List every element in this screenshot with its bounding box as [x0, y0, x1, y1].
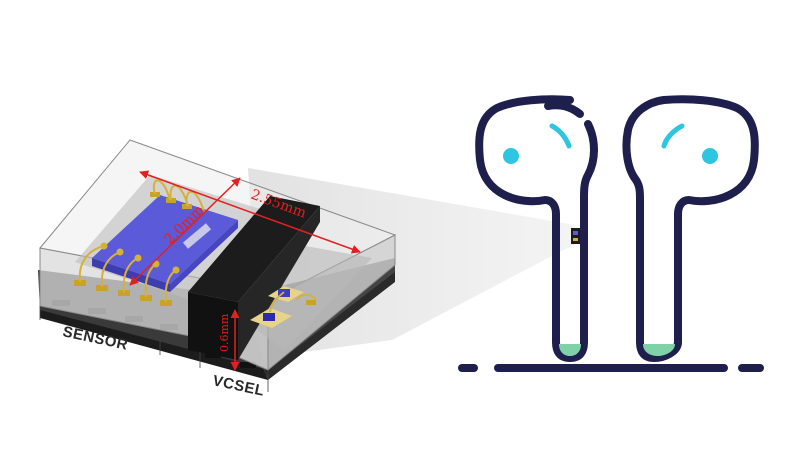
right-earbud-tip — [643, 344, 675, 356]
left-earbud-tip — [559, 344, 581, 356]
right-earbud-highlight — [661, 123, 685, 149]
left-earbud-speaker-dot — [503, 148, 519, 164]
chip-package: 2.55mm 2.0mm 0.6mm SENSOR VCSEL — [38, 139, 397, 400]
chip-location-marker — [571, 228, 580, 244]
left-earbud-body — [475, 95, 574, 346]
dim-width-line — [129, 177, 241, 286]
left-earbud-highlight — [549, 123, 572, 149]
label-leaders — [39, 306, 269, 392]
vcsel-die — [250, 286, 317, 328]
dimension-lines — [129, 170, 361, 371]
dim-height-label: 0.6mm — [218, 313, 231, 352]
right-earbud — [622, 95, 759, 362]
earbuds-illustration — [458, 95, 764, 372]
left-earbud — [475, 95, 598, 362]
right-earbud-body — [660, 95, 759, 346]
right-earbud-speaker-dot — [702, 148, 718, 164]
left-earbud-head-top — [544, 101, 584, 118]
left-earbud-stem-base — [552, 338, 588, 362]
right-earbud-stem-base — [636, 338, 682, 362]
